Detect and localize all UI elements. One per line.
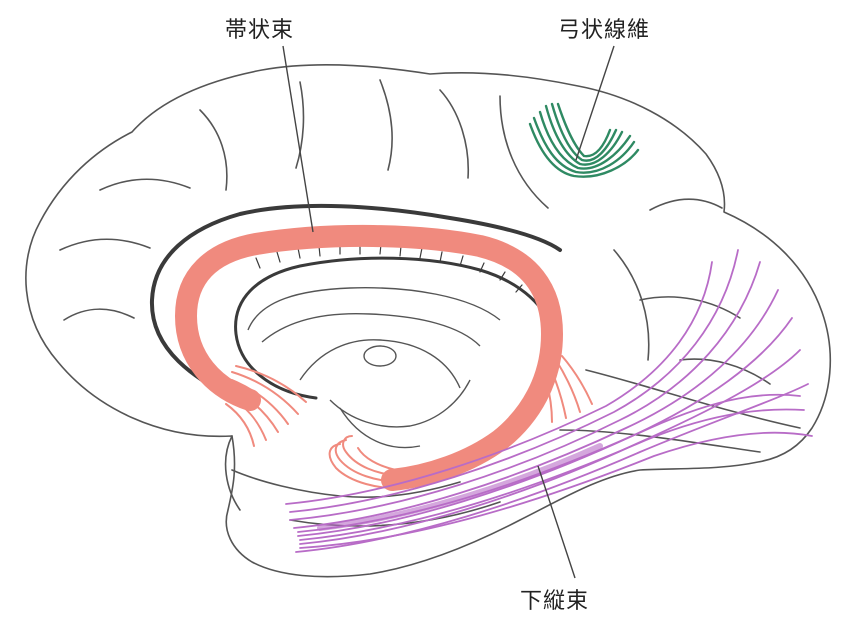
label-arcuate-fibers: 弓状線維 bbox=[558, 12, 650, 44]
label-inferior-longitudinal-fasciculus: 下縦束 bbox=[520, 583, 589, 615]
label-cingulum: 帯状束 bbox=[225, 12, 294, 44]
